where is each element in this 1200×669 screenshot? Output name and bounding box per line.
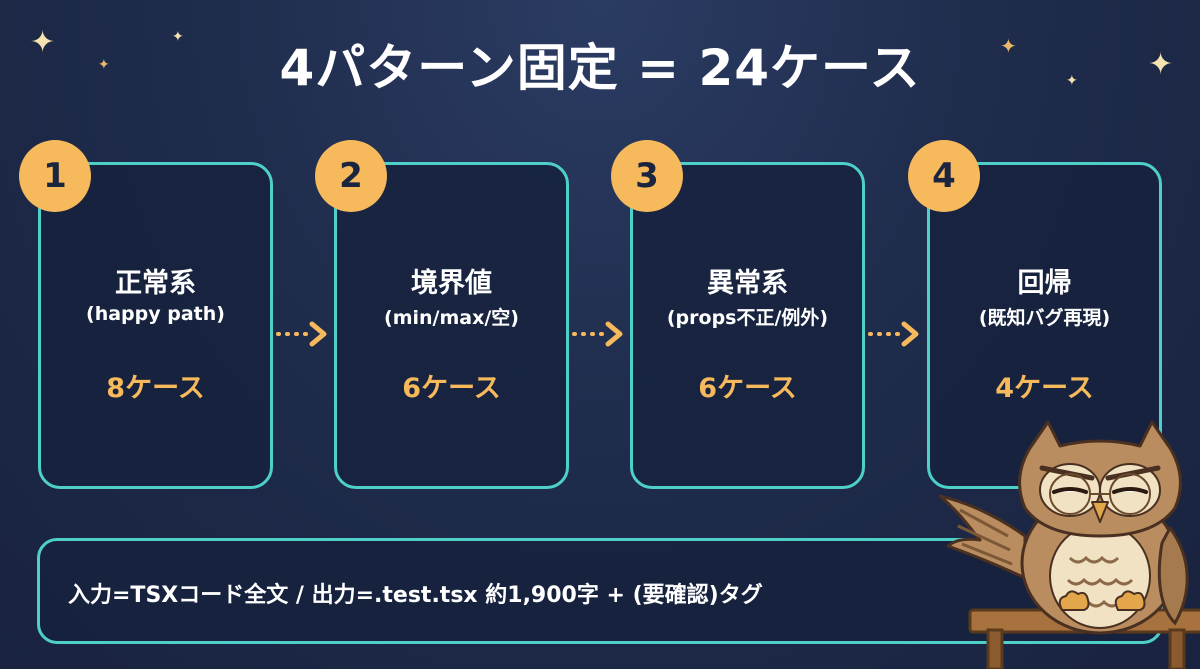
- page-title: 4パターン固定 = 24ケース: [279, 39, 921, 97]
- pattern-card-boundary: 境界値 (min/max/空) 6ケース: [334, 162, 569, 489]
- sparkle-star-icon: ✦: [1066, 73, 1078, 89]
- card-title: 回帰: [1017, 268, 1072, 299]
- card-title: 異常系: [707, 268, 788, 299]
- pattern-card-happy-path: 正常系 (happy path) 8ケース: [38, 162, 273, 489]
- card-subtitle: (props不正/例外): [666, 307, 829, 329]
- step-number-badge: 4: [908, 140, 980, 212]
- card-count: 8ケース: [106, 373, 205, 404]
- sparkle-star-icon: ✦: [172, 29, 184, 45]
- io-summary-text: 入力=TSXコード全文 / 出力=.test.tsx 約1,900字 + (要確…: [68, 583, 763, 608]
- card-count: 6ケース: [402, 373, 501, 404]
- owl-professor-icon: [938, 420, 1200, 669]
- sparkle-star-icon: ✦: [1000, 34, 1017, 58]
- dotted-right-arrow-icon: [276, 321, 327, 347]
- card-count: 4ケース: [995, 373, 1094, 404]
- card-subtitle: (既知バグ再現): [978, 307, 1111, 329]
- sparkle-star-icon: ✦: [1148, 47, 1174, 82]
- card-title: 正常系: [115, 268, 196, 299]
- card-count: 6ケース: [698, 373, 797, 404]
- step-number-badge: 2: [315, 140, 387, 212]
- card-subtitle: (happy path): [86, 303, 225, 325]
- step-number-badge: 1: [19, 140, 91, 212]
- pattern-card-error: 異常系 (props不正/例外) 6ケース: [630, 162, 865, 489]
- sparkle-star-icon: ✦: [98, 57, 110, 73]
- dotted-right-arrow-icon: [572, 321, 623, 347]
- step-number-badge: 3: [611, 140, 683, 212]
- card-subtitle: (min/max/空): [384, 307, 519, 329]
- card-title: 境界値: [411, 268, 492, 299]
- dotted-right-arrow-icon: [868, 321, 919, 347]
- sparkle-star-icon: ✦: [30, 25, 56, 60]
